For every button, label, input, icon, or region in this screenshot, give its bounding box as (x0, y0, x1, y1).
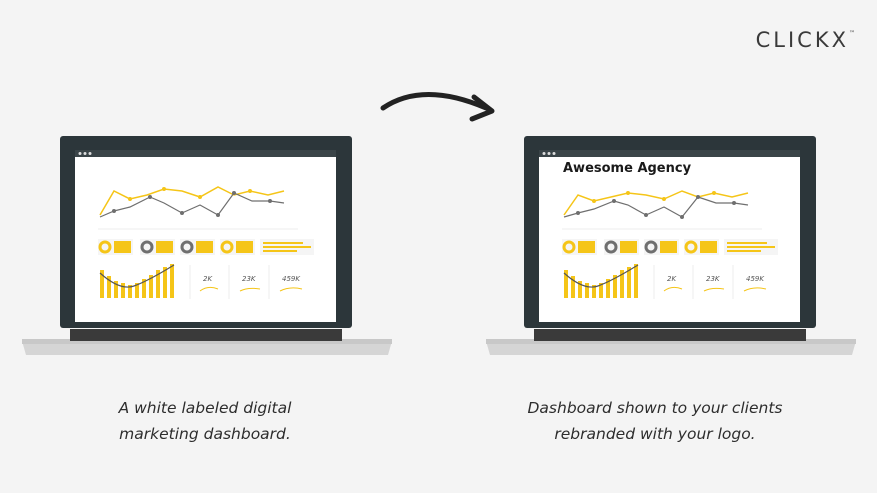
caption-line: rebranded with your logo. (554, 425, 756, 443)
clickx-logo: CLICKX™ (756, 28, 855, 52)
stat-value: 2K (203, 275, 213, 283)
caption-line: Dashboard shown to your clients (527, 399, 783, 417)
laptop-left: 2K 23K 459K (22, 133, 392, 359)
stat-value: 459K (746, 275, 764, 283)
stat-value: 23K (706, 275, 720, 283)
caption-right: Dashboard shown to your clients rebrande… (490, 395, 820, 447)
agency-name: Awesome Agency (563, 161, 692, 176)
stat-value: 2K (667, 275, 677, 283)
curved-arrow-icon (380, 92, 495, 122)
caption-line: marketing dashboard. (119, 425, 291, 443)
logo-text: CLICKX (755, 28, 849, 52)
caption-line: A white labeled digital (118, 399, 292, 417)
trademark: ™ (849, 30, 855, 37)
laptop-right: Awesome Agency 2K 23K 459K (486, 133, 856, 359)
laptop-right-illustration (486, 136, 856, 355)
caption-left: A white labeled digital marketing dashbo… (40, 395, 370, 447)
stat-value: 459K (282, 275, 300, 283)
laptop-left-illustration (22, 136, 392, 355)
stat-value: 23K (242, 275, 256, 283)
